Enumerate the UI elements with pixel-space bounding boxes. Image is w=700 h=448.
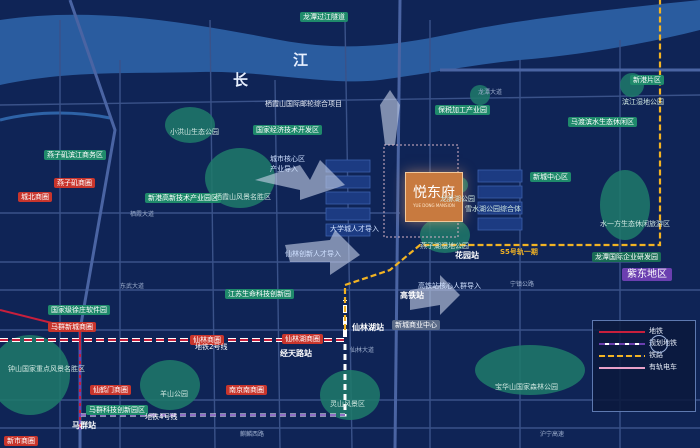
badge-maqun-tech: 马群科技创新园区 [86, 405, 148, 415]
arrow-xianlin: 仙林创新人才导入 [285, 250, 341, 258]
badge-jiangsu-life: 江苏生命科技创新园 [225, 289, 294, 299]
badge-yanziji-biz: 燕子矶滨江商务区 [44, 150, 106, 160]
badge-longtan-tunnel: 龙潭过江隧道 [300, 12, 348, 22]
road-qilin: 麒麟西路 [240, 431, 265, 438]
station-xianlinhu[interactable]: 仙林湖站 [352, 323, 384, 332]
badge-econ-zone: 国家经济技术开发区 [253, 125, 322, 135]
badge-xianhemen-mall: 仙鹤门商圈 [90, 385, 131, 395]
badge-newtown-center: 新城中心区 [530, 172, 571, 182]
legend-swatch-tram [599, 367, 645, 369]
project-sub: YUE DONG MANSION [413, 203, 455, 208]
compass-icon [650, 335, 668, 353]
badge-bonded-park: 保税加工产业园 [435, 105, 490, 115]
park-shuiyifang: 水一方生态休闲旅游区 [600, 220, 670, 228]
legend-label-metro: 地铁 [649, 327, 663, 335]
road-qixia: 栖霞大道 [130, 211, 155, 218]
station-gaotie[interactable]: 高铁站 [400, 291, 424, 300]
badge-newtown-commerce: 新城商业中心 [392, 320, 440, 330]
badge-xingang: 新港片区 [630, 75, 664, 85]
road-huning: 沪宁高速 [540, 431, 565, 438]
arrow-industry: 产业导入 [270, 165, 298, 173]
label-qixia-cruise: 栖霞山国际邮轮综合项目 [265, 100, 342, 108]
badge-nanjingnan-mall: 南京南商圈 [226, 385, 267, 395]
road-longtan: 龙潭大道 [478, 89, 503, 96]
badge-maqun-mall: 马群新城商圈 [48, 322, 96, 332]
badge-madu: 马渡滨水生态休闲区 [568, 117, 637, 127]
legend-swatch-planned [599, 343, 645, 345]
legend: 地铁 规划地铁 铁路 有轨电车 [592, 320, 696, 412]
park-yanzihu: 燕子湖湿地公园 [420, 242, 469, 250]
park-xiaohongshan: 小洪山生态公园 [170, 128, 219, 136]
arrow-gaotie: 高铁站核心人群导入 [418, 282, 481, 290]
legend-label-tram: 有轨电车 [649, 363, 677, 371]
arrow-core: 城市核心区 [270, 155, 305, 163]
park-binjiang: 滨江湿地公园 [622, 98, 664, 106]
badge-longtan-rd: 龙潭国际企业研发园 [592, 252, 661, 262]
park-baohuashan: 宝华山国家森林公园 [495, 383, 558, 391]
legend-swatch-metro [599, 331, 645, 333]
park-xueshuihu: 雪水湖公园综合体 [465, 205, 521, 213]
yangtze-river [0, 0, 700, 85]
river-label-2: 江 [293, 51, 309, 69]
road-dongwu: 东武大道 [120, 283, 145, 290]
river-label-1: 长 [233, 71, 249, 89]
badge-xianlinhu-mall: 仙林湖商圈 [282, 334, 323, 344]
badge-xianlin-mall: 仙林商圈 [190, 335, 224, 345]
district-zidong: 紫东地区 [622, 268, 672, 281]
project-marker[interactable]: 悦东府 YUE DONG MANSION [405, 172, 463, 222]
s5-label: S5号轨一期 [500, 248, 538, 256]
s5-line-path [343, 0, 662, 330]
badge-yanziji-mall: 燕子矶商圈 [54, 178, 95, 188]
park-qixiashan: 栖霞山风景名胜区 [215, 193, 271, 201]
project-name: 悦东府 [413, 185, 455, 201]
park-lingshan: 灵山风景区 [330, 400, 365, 408]
legend-label-rail: 铁路 [649, 351, 663, 359]
metro-line4-label: 地铁4号线 [145, 413, 178, 421]
park-zhongshan: 钟山国家重点风景名胜区 [8, 365, 85, 373]
arrow-university: 大学城人才导入 [330, 225, 379, 233]
badge-xinshi-mall: 新市商圈 [4, 436, 38, 446]
legend-swatch-rail [599, 355, 645, 357]
badge-chengbei-mall: 城北商圈 [18, 192, 52, 202]
station-maqun[interactable]: 马群站 [72, 421, 96, 430]
metro-line2-label: 地铁2号线 [195, 343, 228, 351]
park-yangshan: 羊山公园 [160, 390, 188, 398]
badge-xingang-hitech: 新港高新技术产业园区 [145, 193, 221, 203]
station-huayuan[interactable]: 花园站 [455, 251, 479, 260]
road-ningzhen: 宁镇公路 [510, 281, 535, 288]
road-xianlin: 仙林大道 [350, 347, 375, 354]
station-jingtian[interactable]: 经天路站 [280, 349, 312, 358]
badge-xuzhuang-soft: 国家级徐庄软件园 [48, 305, 110, 315]
park-longmai: 龙脉湖公园 [440, 195, 475, 203]
